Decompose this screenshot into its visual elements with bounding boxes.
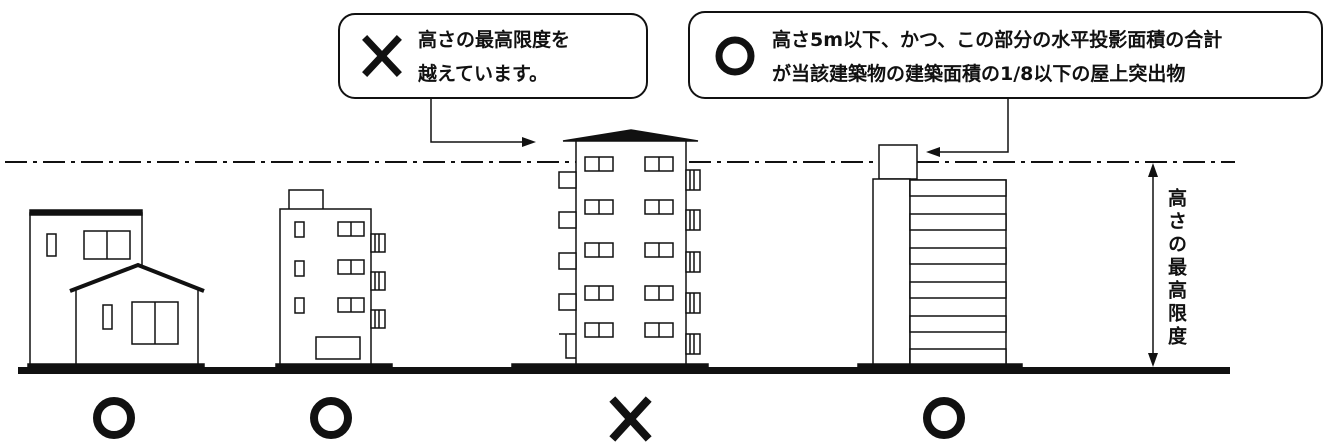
- building-rooftop-structure: [858, 145, 1022, 367]
- building-small-apartment: [276, 190, 392, 367]
- result-mark-tall-apartment: [609, 396, 652, 442]
- callout-rooftop-leader: [940, 98, 1009, 153]
- callout-exceeds-line2: 越えています。: [417, 62, 548, 85]
- callout-rooftop: 高さ5m以下、かつ、この部分の水平投影面積の合計 が当該建築物の建築面積の1/8…: [688, 11, 1323, 157]
- result-mark-small-apartment: [310, 397, 352, 439]
- arrow-down-icon: [1148, 353, 1158, 367]
- result-marks: [93, 396, 965, 442]
- callout-rooftop-box: [688, 11, 1323, 99]
- callout-exceeds-line1: 高さの最高限度を: [418, 28, 570, 51]
- circle-icon: [715, 36, 755, 76]
- callout-rooftop-line1: 高さ5m以下、かつ、この部分の水平投影面積の合計: [772, 28, 1222, 51]
- callout-rooftop-line2: が当該建築物の建築面積の1/8以下の屋上突出物: [772, 62, 1185, 85]
- result-mark-rooftop-structure: [923, 397, 965, 439]
- ground-line: [18, 367, 1230, 374]
- callout-exceeds: 高さの最高限度を 越えています。: [338, 13, 648, 147]
- arrow-up-icon: [1148, 163, 1158, 177]
- height-limit-label: 高さの最高限度: [1165, 187, 1187, 349]
- result-mark-house: [93, 397, 135, 439]
- building-tall-apartment: [512, 130, 708, 367]
- callout-exceeds-leader: [430, 98, 522, 143]
- rooftop-structure: [879, 145, 917, 179]
- cross-icon: [362, 35, 402, 77]
- arrow-right-icon: [522, 137, 536, 147]
- callout-exceeds-box: [338, 13, 648, 99]
- height-dimension: [1148, 163, 1158, 367]
- arrow-left-icon: [926, 147, 940, 157]
- building-house: [28, 210, 204, 367]
